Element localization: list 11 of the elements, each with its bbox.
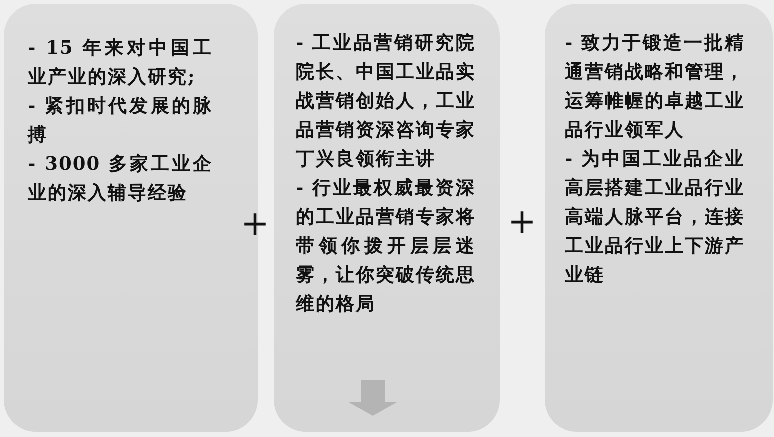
bullet-text: - 15 年来对中国工业产业的深入研究;	[28, 37, 213, 90]
bullet-text: - 紧扣时代发展的脉搏	[28, 95, 213, 148]
bullet-text: - 行业最权威最资深的工业品营销专家将带领你拨开层层迷雾，让你突破传统思维的格局	[296, 177, 476, 317]
plus-sign: +	[508, 205, 536, 239]
rounded-panel	[274, 4, 500, 432]
bullet-text: - 3000 多家工业企业的深入辅导经验	[28, 152, 213, 206]
bullet-text: - 为中国工业品企业高层搭建工业品行业高端人脉平台，连接工业品行业上下游产业链	[565, 148, 745, 288]
bullet-text: - 工业品营销研究院院长、中国工业品实战营销创始人，工业品营销资深咨询专家丁兴良领衔主讲	[296, 32, 476, 172]
rounded-panel	[545, 4, 773, 432]
bullet-text: - 致力于锻造一批精通营销战略和管理，运筹帷幄的卓越工业品行业领军人	[565, 32, 745, 143]
plus-sign: +	[241, 207, 270, 241]
